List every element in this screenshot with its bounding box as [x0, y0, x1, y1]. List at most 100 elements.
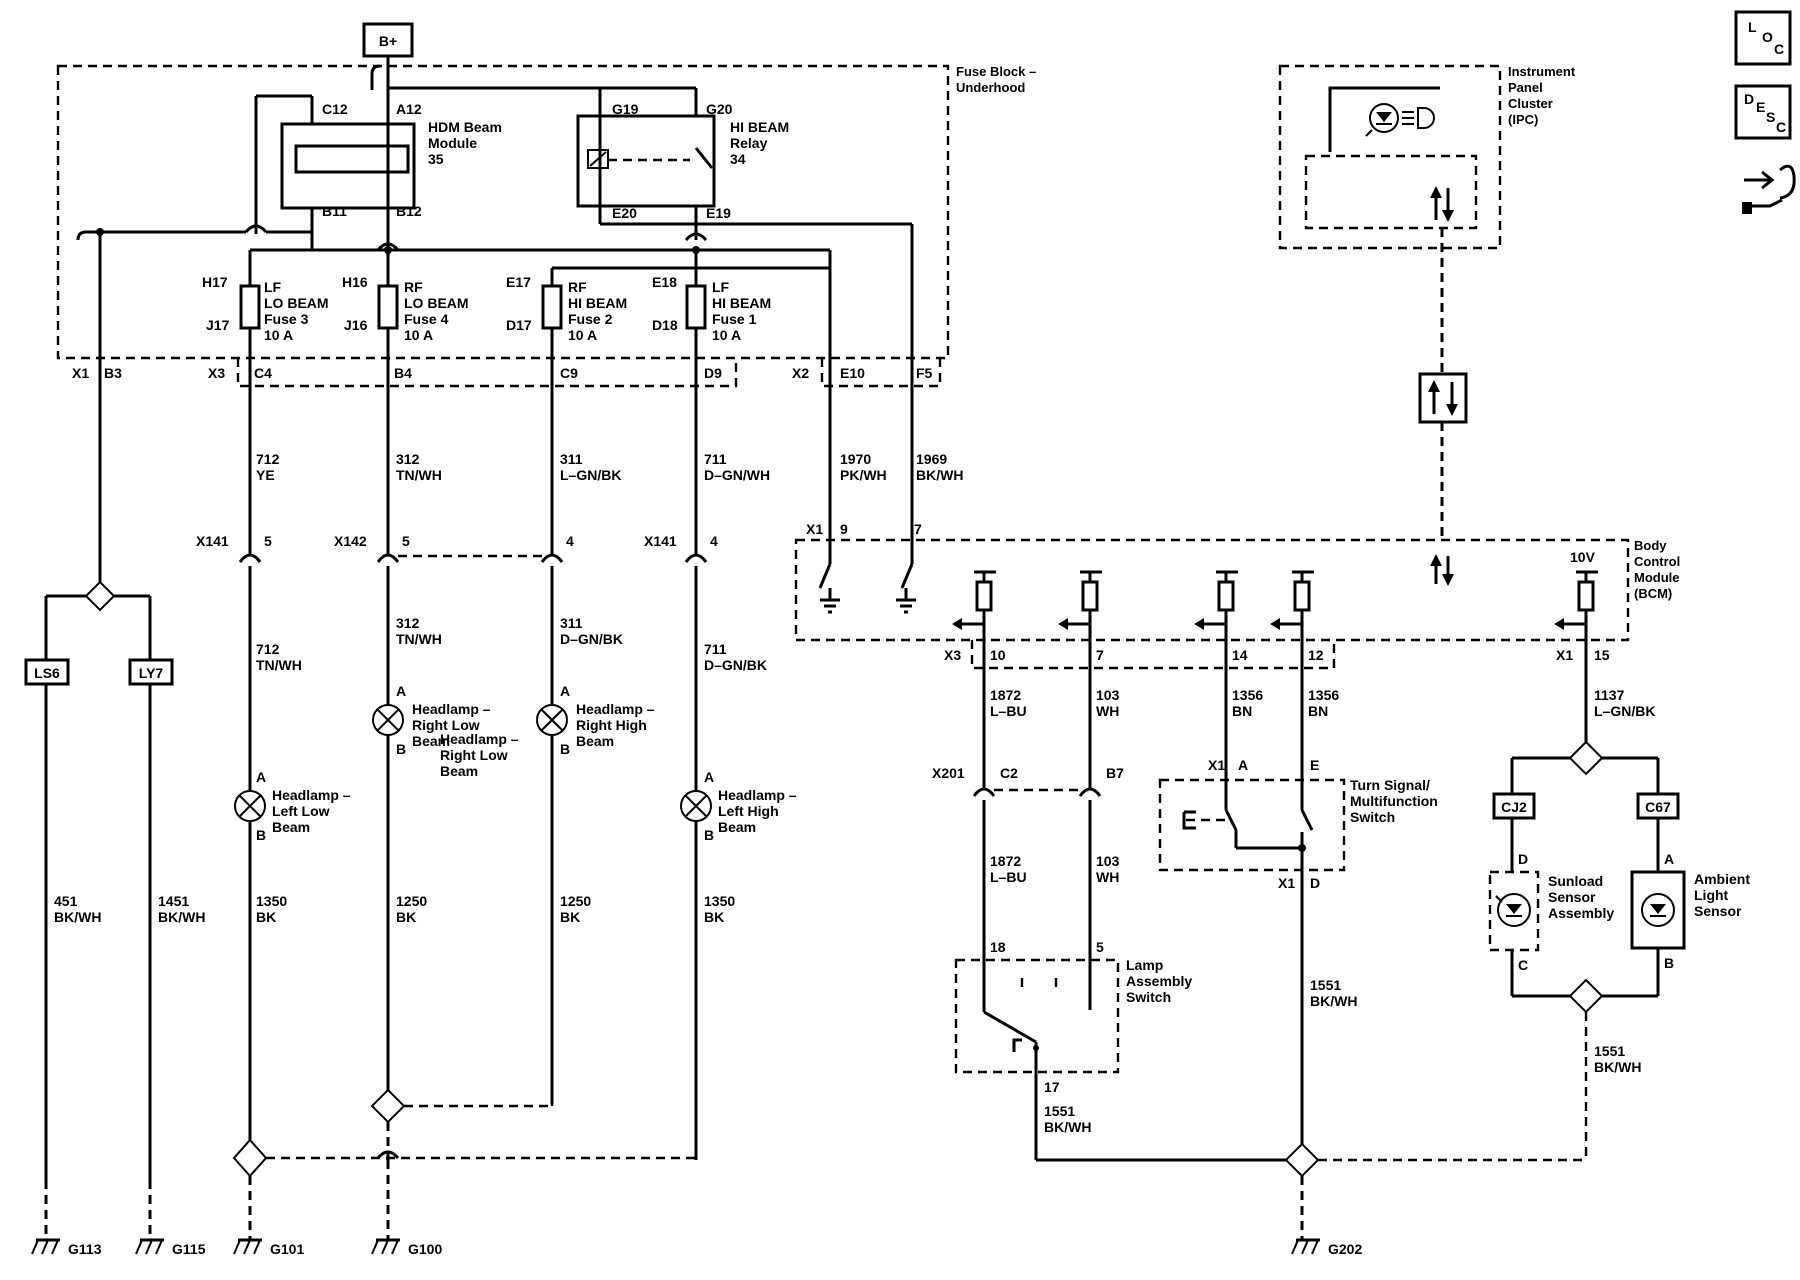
svg-text:LY7: LY7 — [139, 665, 164, 681]
svg-text:B4: B4 — [394, 365, 412, 381]
svg-text:E: E — [1310, 757, 1319, 773]
svg-text:J17: J17 — [206, 317, 230, 333]
description-icon[interactable]: D E S C — [1734, 84, 1792, 140]
svg-text:X3: X3 — [944, 647, 961, 663]
svg-text:E: E — [1756, 99, 1765, 115]
svg-text:C4: C4 — [254, 365, 272, 381]
svg-text:X1: X1 — [806, 521, 823, 537]
svg-text:5: 5 — [1096, 939, 1104, 955]
svg-text:X3: X3 — [208, 365, 225, 381]
svg-text:O: O — [1762, 29, 1773, 45]
svg-text:10: 10 — [990, 647, 1006, 663]
svg-text:CJ2: CJ2 — [1501, 799, 1527, 815]
connector-x141-right: X141 4 — [644, 533, 718, 563]
ground-g113-icon: G113 — [31, 1238, 102, 1257]
ipc-data-arrows-icon — [1430, 186, 1454, 222]
svg-text:G202: G202 — [1328, 1241, 1362, 1257]
svg-text:G100: G100 — [408, 1241, 442, 1257]
connector-tool-icon[interactable] — [1742, 164, 1796, 214]
svg-text:B: B — [704, 827, 714, 843]
svg-text:B+: B+ — [379, 33, 397, 49]
svg-text:A: A — [256, 769, 266, 785]
bcm-title: Body Control Module (BCM) — [1634, 538, 1684, 601]
svg-text:7: 7 — [1096, 647, 1104, 663]
svg-text:B3: B3 — [104, 365, 122, 381]
svg-text:H17: H17 — [202, 274, 228, 290]
svg-text:D9: D9 — [704, 365, 722, 381]
svg-text:G20: G20 — [706, 101, 733, 117]
svg-text:H16: H16 — [342, 274, 368, 290]
svg-text:C: C — [1776, 119, 1786, 135]
location-icon[interactable]: L O C — [1734, 10, 1792, 66]
svg-text:B: B — [1664, 955, 1674, 971]
svg-text:B11: B11 — [322, 203, 347, 219]
svg-text:S: S — [1766, 109, 1775, 125]
ground-g100-icon: G100 — [371, 1238, 442, 1257]
svg-text:4: 4 — [710, 533, 718, 549]
ground-g202-icon: G202 — [1291, 1238, 1362, 1257]
svg-text:E18: E18 — [652, 274, 677, 290]
svg-text:14: 14 — [1232, 647, 1248, 663]
fuse-block-title: Fuse Block – Underhood — [956, 64, 1040, 95]
ipc-boundary — [1278, 64, 1502, 250]
connector-x201: X201 C2 B7 — [932, 765, 1124, 797]
svg-text:J16: J16 — [344, 317, 368, 333]
bcm-boundary — [794, 538, 1630, 642]
battery-label: B+ — [362, 22, 414, 58]
svg-text:X142: X142 — [334, 533, 367, 549]
svg-text:D: D — [1744, 91, 1754, 107]
fuse-block-boundary — [56, 64, 950, 360]
svg-text:G113: G113 — [68, 1241, 102, 1257]
serial-data-icon — [1418, 372, 1468, 424]
svg-text:E17: E17 — [506, 274, 531, 290]
connector-x141-left: X141 5 — [196, 533, 272, 563]
svg-text:C: C — [1774, 41, 1784, 57]
svg-text:B: B — [560, 741, 570, 757]
svg-text:D17: D17 — [506, 317, 532, 333]
svg-text:B: B — [256, 827, 266, 843]
bcm-outputs — [952, 570, 1598, 800]
svg-text:L: L — [1748, 19, 1757, 35]
svg-text:15: 15 — [1594, 647, 1610, 663]
svg-text:B7: B7 — [1106, 765, 1124, 781]
ly7-label: LY7 — [128, 658, 174, 686]
ipc-title: Instrument Panel Cluster (IPC) — [1508, 64, 1579, 127]
svg-text:C: C — [1518, 957, 1528, 973]
svg-text:5: 5 — [264, 533, 272, 549]
